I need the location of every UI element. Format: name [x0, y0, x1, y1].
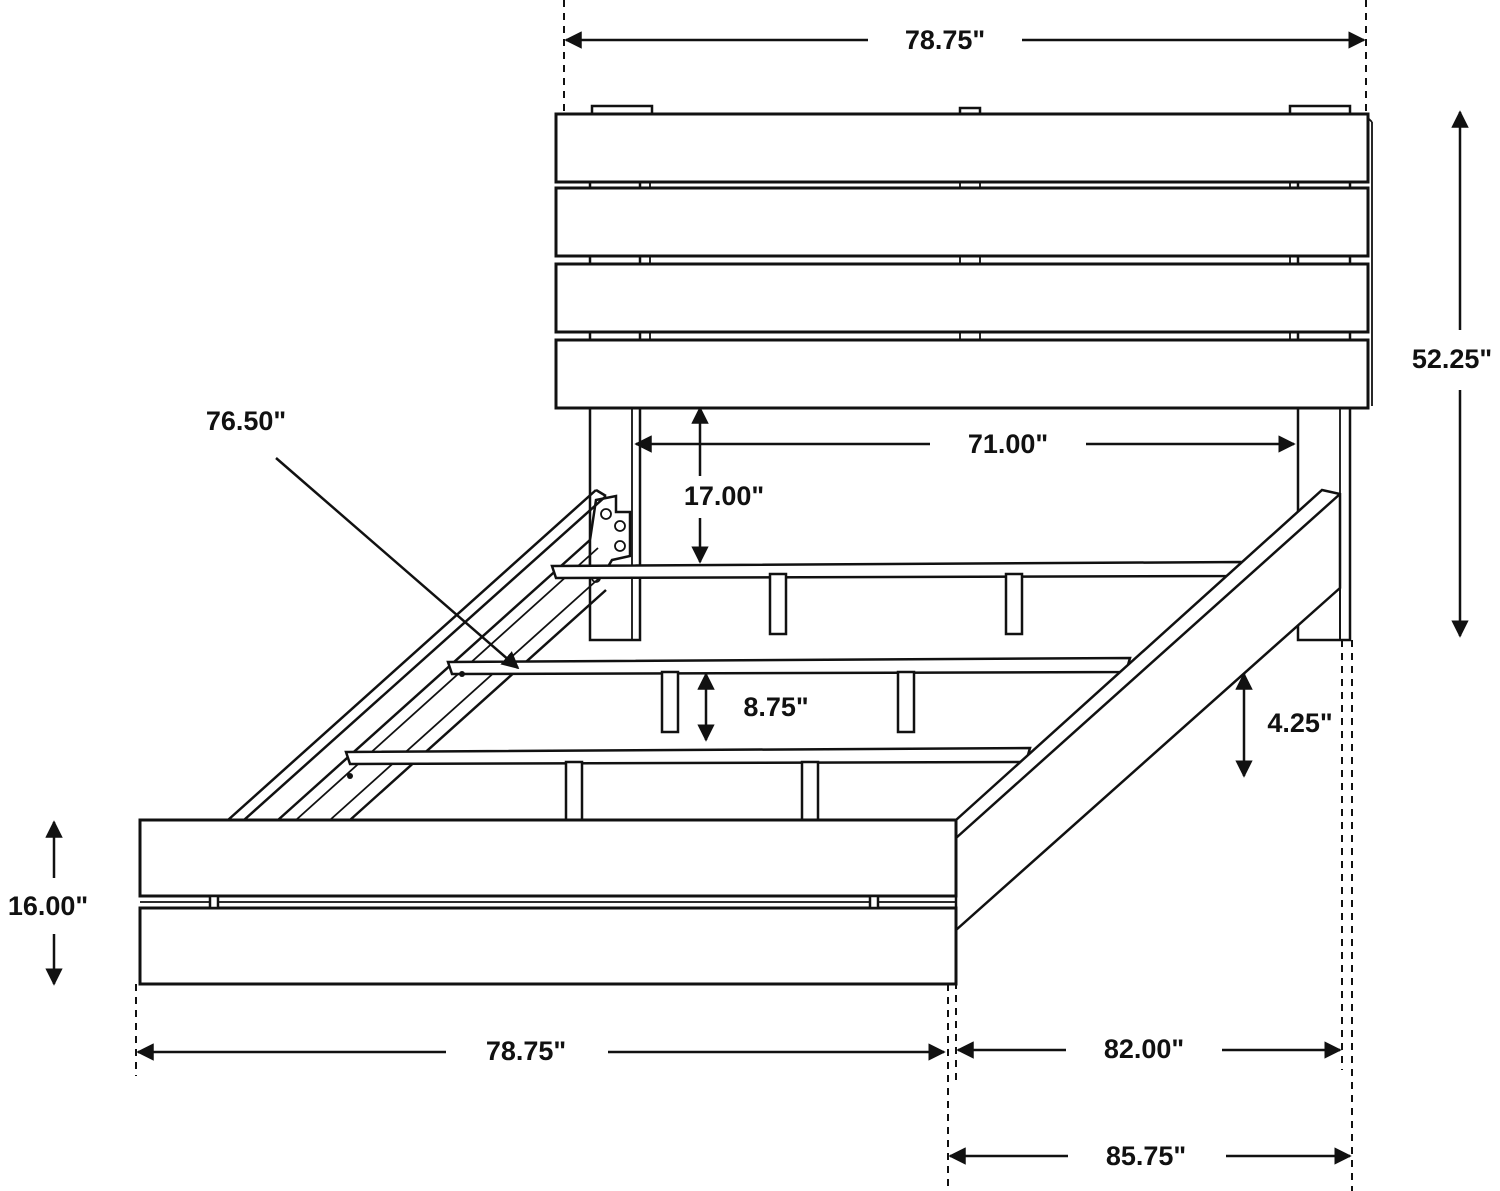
footboard — [138, 818, 958, 986]
headboard-board-3 — [554, 262, 1370, 334]
side-rail-height-label: 4.25" — [1267, 708, 1332, 738]
overall-length-label: 82.00" — [1104, 1034, 1184, 1064]
headboard-board-2 — [554, 186, 1370, 258]
total-length-label: 85.75" — [1106, 1141, 1186, 1171]
headboard-height-label: 52.25" — [1412, 344, 1492, 374]
extension-lines — [135, 0, 1367, 1191]
footboard-width-label: 78.75" — [486, 1036, 566, 1066]
clearance-height-label: 17.00" — [684, 481, 764, 511]
slats — [344, 560, 1242, 822]
left-side-rail — [227, 488, 607, 821]
footboard-board-2 — [138, 906, 958, 986]
inner-width-label: 71.00" — [968, 429, 1048, 459]
footboard-height-label: 16.00" — [8, 891, 88, 921]
headboard-width-label: 78.75" — [905, 25, 985, 55]
dimension-arrows — [45, 31, 1469, 1165]
slat-gap-label: 8.75" — [743, 692, 808, 722]
footboard-board-1 — [138, 818, 958, 898]
rail-length-label: 76.50" — [206, 406, 286, 436]
headboard-board-4 — [554, 338, 1370, 410]
headboard-board-1 — [554, 112, 1370, 184]
